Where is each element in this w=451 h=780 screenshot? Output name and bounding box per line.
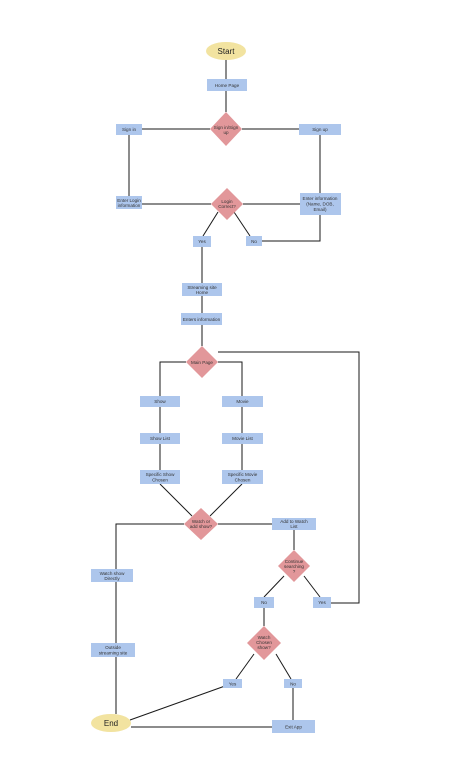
connector-continue-no (263, 575, 285, 598)
label-start: Start (218, 47, 236, 56)
connector-watchchosen-no (275, 653, 292, 680)
connector-no-enterinfo (262, 215, 321, 242)
label-enter-info-1: Enter information (303, 196, 338, 201)
label-login-decision-2: Correct? (218, 204, 236, 209)
connector-watchdecision-watchdirectly (115, 523, 184, 569)
process-home-page: Home Page (207, 79, 247, 91)
process-movie: Movie (222, 396, 263, 407)
connector-continue-yes (303, 575, 321, 598)
label-watch-directly-2: Directly (104, 576, 120, 581)
label-enter-info-2: (Name, DOB, (306, 202, 334, 207)
label-show-list: Show List (150, 436, 171, 441)
label-no-1: No (251, 239, 257, 244)
label-streaming-2: Home (196, 290, 209, 295)
process-exit-app: Exit App (272, 720, 315, 733)
process-no-3: No (284, 679, 302, 688)
label-watch-add-2: add show? (190, 524, 213, 529)
label-continue-1: Continue (285, 559, 304, 564)
label-sign-decision-2: up (223, 130, 229, 135)
label-add-list-2: List (290, 524, 298, 529)
terminal-end: End (91, 714, 131, 732)
connector-logindecision-yes (202, 211, 219, 237)
label-watch-add-1: Watch or (192, 519, 211, 524)
label-no-3: No (290, 682, 296, 687)
process-specific-show: Specific Show Chosen (140, 470, 180, 484)
label-add-list-1: Add to Watch (280, 519, 308, 524)
label-show: Show (154, 399, 166, 404)
label-specific-movie-1: Specific Movie (228, 472, 258, 477)
process-no-1: No (246, 236, 262, 246)
connectors (115, 60, 360, 728)
label-yes-1: Yes (198, 239, 206, 244)
process-yes-3: Yes (223, 679, 242, 688)
label-watch-directly-1: Watch show (100, 571, 126, 576)
label-sign-up: Sign up (312, 127, 328, 132)
decision-continue-searching: Continue searching ? (278, 550, 310, 582)
label-continue-3: ? (293, 569, 296, 574)
process-watch-show-directly: Watch show Directly (91, 569, 133, 582)
label-outside-2: streaming site (99, 651, 128, 656)
connector-specificshow-watchdecision (159, 483, 193, 517)
label-watch-chosen-2: Chosen (256, 640, 272, 645)
label-login-decision-1: Login (221, 199, 233, 204)
process-outside-streaming-site: Outside streaming site (91, 643, 135, 657)
label-specific-movie-2: Chosen (235, 478, 251, 483)
process-sign-in: Sign in (116, 124, 142, 135)
label-enter-login-1: Enter Login (117, 198, 141, 203)
process-show: Show (140, 396, 180, 407)
process-enter-login: Enter Login information (116, 196, 142, 209)
process-no-2: No (254, 597, 274, 608)
connector-logindecision-no (233, 211, 251, 237)
label-streaming-1: Streaming site (187, 285, 217, 290)
label-yes-2: Yes (318, 600, 326, 605)
connector-mainpage-show (159, 361, 186, 396)
terminal-start: Start (206, 42, 246, 60)
label-end: End (104, 719, 118, 728)
process-yes-2: Yes (313, 597, 331, 608)
label-sign-in: Sign in (122, 127, 136, 132)
decision-watch-chosen-show: Watch Chosen show? (247, 626, 281, 660)
label-watch-chosen-1: Watch (258, 635, 271, 640)
label-home-page: Home Page (215, 83, 240, 88)
label-exit-app: Exit App (285, 725, 302, 730)
decision-watch-or-add: Watch or add show? (184, 508, 218, 540)
connector-yes-end (129, 685, 226, 721)
decision-login-correct: Login Correct? (211, 188, 243, 220)
label-enter-info-3: Email) (313, 207, 326, 212)
process-enters-information: Enters information (181, 313, 222, 325)
connector-watchchosen-yes (235, 653, 255, 680)
connector-yes-mainpage-loop (218, 351, 360, 604)
label-specific-show-1: Specific Show (146, 472, 176, 477)
label-enter-login-2: information (118, 203, 141, 208)
label-sign-decision-1: Sign in/Sign (214, 125, 239, 130)
label-specific-show-2: Chosen (152, 478, 168, 483)
label-main-page: Main Page (191, 360, 213, 365)
process-streaming-site-home: Streaming site Home (182, 283, 222, 296)
decision-sign-in-or-up: Sign in/Sign up (210, 112, 242, 146)
label-outside-1: Outside (105, 645, 121, 650)
label-watch-chosen-3: show? (257, 645, 271, 650)
label-movie: Movie (236, 399, 249, 404)
label-enters-information: Enters information (183, 317, 221, 322)
process-show-list: Show List (140, 433, 180, 444)
label-movie-list: Movie List (232, 436, 253, 441)
process-yes-1: Yes (193, 236, 211, 247)
label-continue-2: searching (284, 564, 304, 569)
process-movie-list: Movie List (222, 433, 263, 444)
process-enter-information: Enter information (Name, DOB, Email) (300, 193, 341, 215)
process-specific-movie: Specific Movie Chosen (222, 470, 263, 484)
decision-main-page: Main Page (186, 346, 218, 378)
connector-mainpage-movie (218, 361, 243, 396)
label-no-2: No (261, 600, 267, 605)
label-yes-3: Yes (229, 682, 237, 687)
process-add-to-watch-list: Add to Watch List (272, 518, 316, 530)
process-sign-up: Sign up (299, 124, 341, 135)
connector-specificmovie-watchdecision (209, 483, 243, 517)
